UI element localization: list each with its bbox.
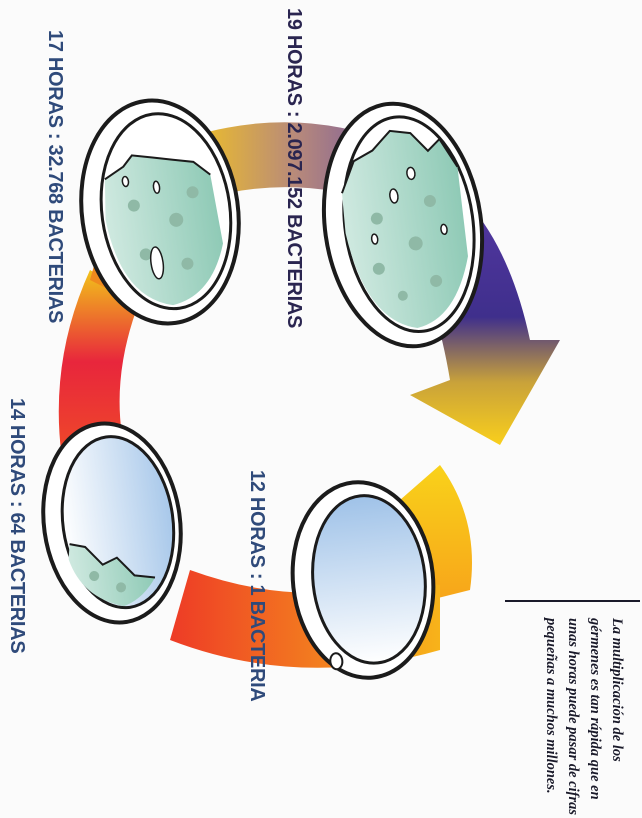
stage-12h-label: 12 HORAS : 1 BACTERIA: [245, 470, 268, 702]
stage-19h-label: 19 HORAS : 2.097.152 BACTERIAS: [282, 8, 305, 328]
caption-text: La multiplicación de los gérmenes es tan…: [540, 618, 628, 818]
caption-rule: [505, 600, 640, 602]
dish-14h: [31, 415, 194, 632]
stage-17h-label: 17 HORAS : 32.768 BACTERIAS: [43, 30, 66, 323]
stage-14h-label: 14 HORAS : 64 BACTERIAS: [5, 398, 28, 653]
